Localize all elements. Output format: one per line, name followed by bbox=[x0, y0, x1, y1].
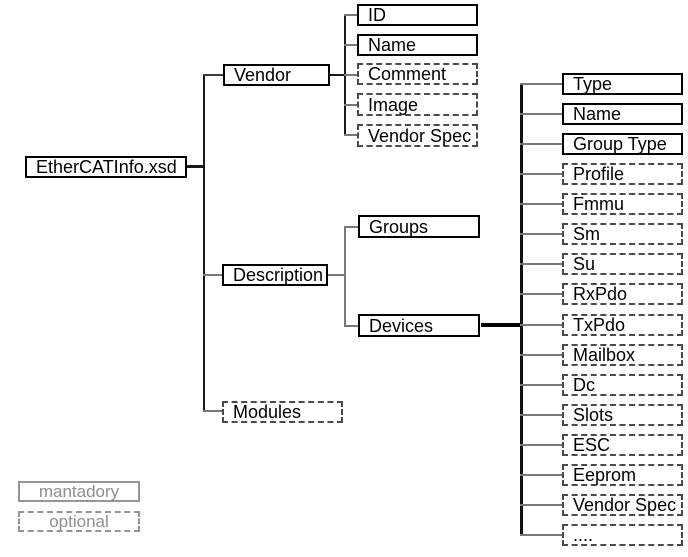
node-image: Image bbox=[357, 93, 478, 116]
node-device-vendor-spec: Vendor Spec bbox=[562, 494, 683, 516]
connector-stub-dev-vendor-spec bbox=[520, 504, 562, 506]
connector-stub-profile bbox=[520, 173, 562, 175]
connector-stub-group-type bbox=[520, 143, 562, 145]
legend-optional: optional bbox=[18, 511, 140, 532]
node-ethercatinfo-xsd: EtherCATInfo.xsd bbox=[25, 156, 187, 178]
connector-trunk-description-children bbox=[344, 226, 346, 326]
node-slots: Slots bbox=[562, 404, 683, 426]
node-eeprom: Eeprom bbox=[562, 464, 683, 486]
node-vendor-spec: Vendor Spec bbox=[357, 124, 478, 147]
node-mailbox: Mailbox bbox=[562, 344, 683, 366]
node-dc: Dc bbox=[562, 374, 683, 396]
node-device-name: Name bbox=[562, 103, 683, 125]
connector-stub-modules bbox=[203, 410, 222, 412]
node-vendor-name: Name bbox=[357, 34, 478, 56]
connector-stub-type bbox=[520, 83, 562, 85]
node-description: Description bbox=[222, 264, 328, 286]
node-more: .... bbox=[562, 524, 683, 546]
legend-mandatory: mantadory bbox=[18, 481, 140, 502]
connector-root-line bbox=[187, 165, 204, 168]
node-modules: Modules bbox=[222, 401, 343, 423]
connector-stub-eeprom bbox=[520, 474, 562, 476]
connector-stub-sm bbox=[520, 233, 562, 235]
connector-stub-slots bbox=[520, 414, 562, 416]
node-comment: Comment bbox=[357, 63, 478, 85]
connector-stub-more bbox=[520, 534, 562, 536]
connector-stub-dev-name bbox=[520, 113, 562, 115]
connector-stub-rxpdo bbox=[520, 293, 562, 295]
node-profile: Profile bbox=[562, 163, 683, 185]
connector-description-line bbox=[328, 274, 345, 276]
connector-stub-vendor bbox=[203, 74, 223, 76]
connector-stub-image bbox=[344, 104, 357, 106]
connector-stub-mailbox bbox=[520, 354, 562, 356]
node-rxpdo: RxPdo bbox=[562, 283, 683, 305]
node-su: Su bbox=[562, 253, 683, 275]
connector-stub-id bbox=[344, 14, 357, 16]
connector-stub-su bbox=[520, 263, 562, 265]
node-groups: Groups bbox=[358, 215, 480, 238]
connector-stub-groups bbox=[344, 226, 359, 228]
connector-vendor-line bbox=[330, 74, 345, 76]
node-group-type: Group Type bbox=[562, 133, 683, 155]
connector-trunk-level1 bbox=[203, 74, 205, 412]
connector-trunk-devices-children bbox=[520, 84, 523, 536]
node-id: ID bbox=[357, 4, 478, 26]
node-devices: Devices bbox=[358, 314, 480, 337]
node-sm: Sm bbox=[562, 223, 683, 245]
connector-stub-description bbox=[203, 274, 222, 276]
connector-devices-line bbox=[481, 323, 521, 327]
node-txpdo: TxPdo bbox=[562, 314, 683, 336]
connector-stub-comment bbox=[344, 74, 357, 76]
connector-stub-fmmu bbox=[520, 203, 562, 205]
connector-stub-devices bbox=[344, 325, 359, 327]
node-type: Type bbox=[562, 73, 683, 95]
connector-stub-dc bbox=[520, 384, 562, 386]
connector-stub-vendor-spec bbox=[344, 134, 357, 136]
node-esc: ESC bbox=[562, 434, 683, 456]
connector-stub-name bbox=[344, 44, 357, 46]
connector-stub-txpdo bbox=[520, 324, 562, 326]
node-fmmu: Fmmu bbox=[562, 193, 683, 215]
node-vendor: Vendor bbox=[223, 64, 330, 86]
connector-stub-esc bbox=[520, 444, 562, 446]
